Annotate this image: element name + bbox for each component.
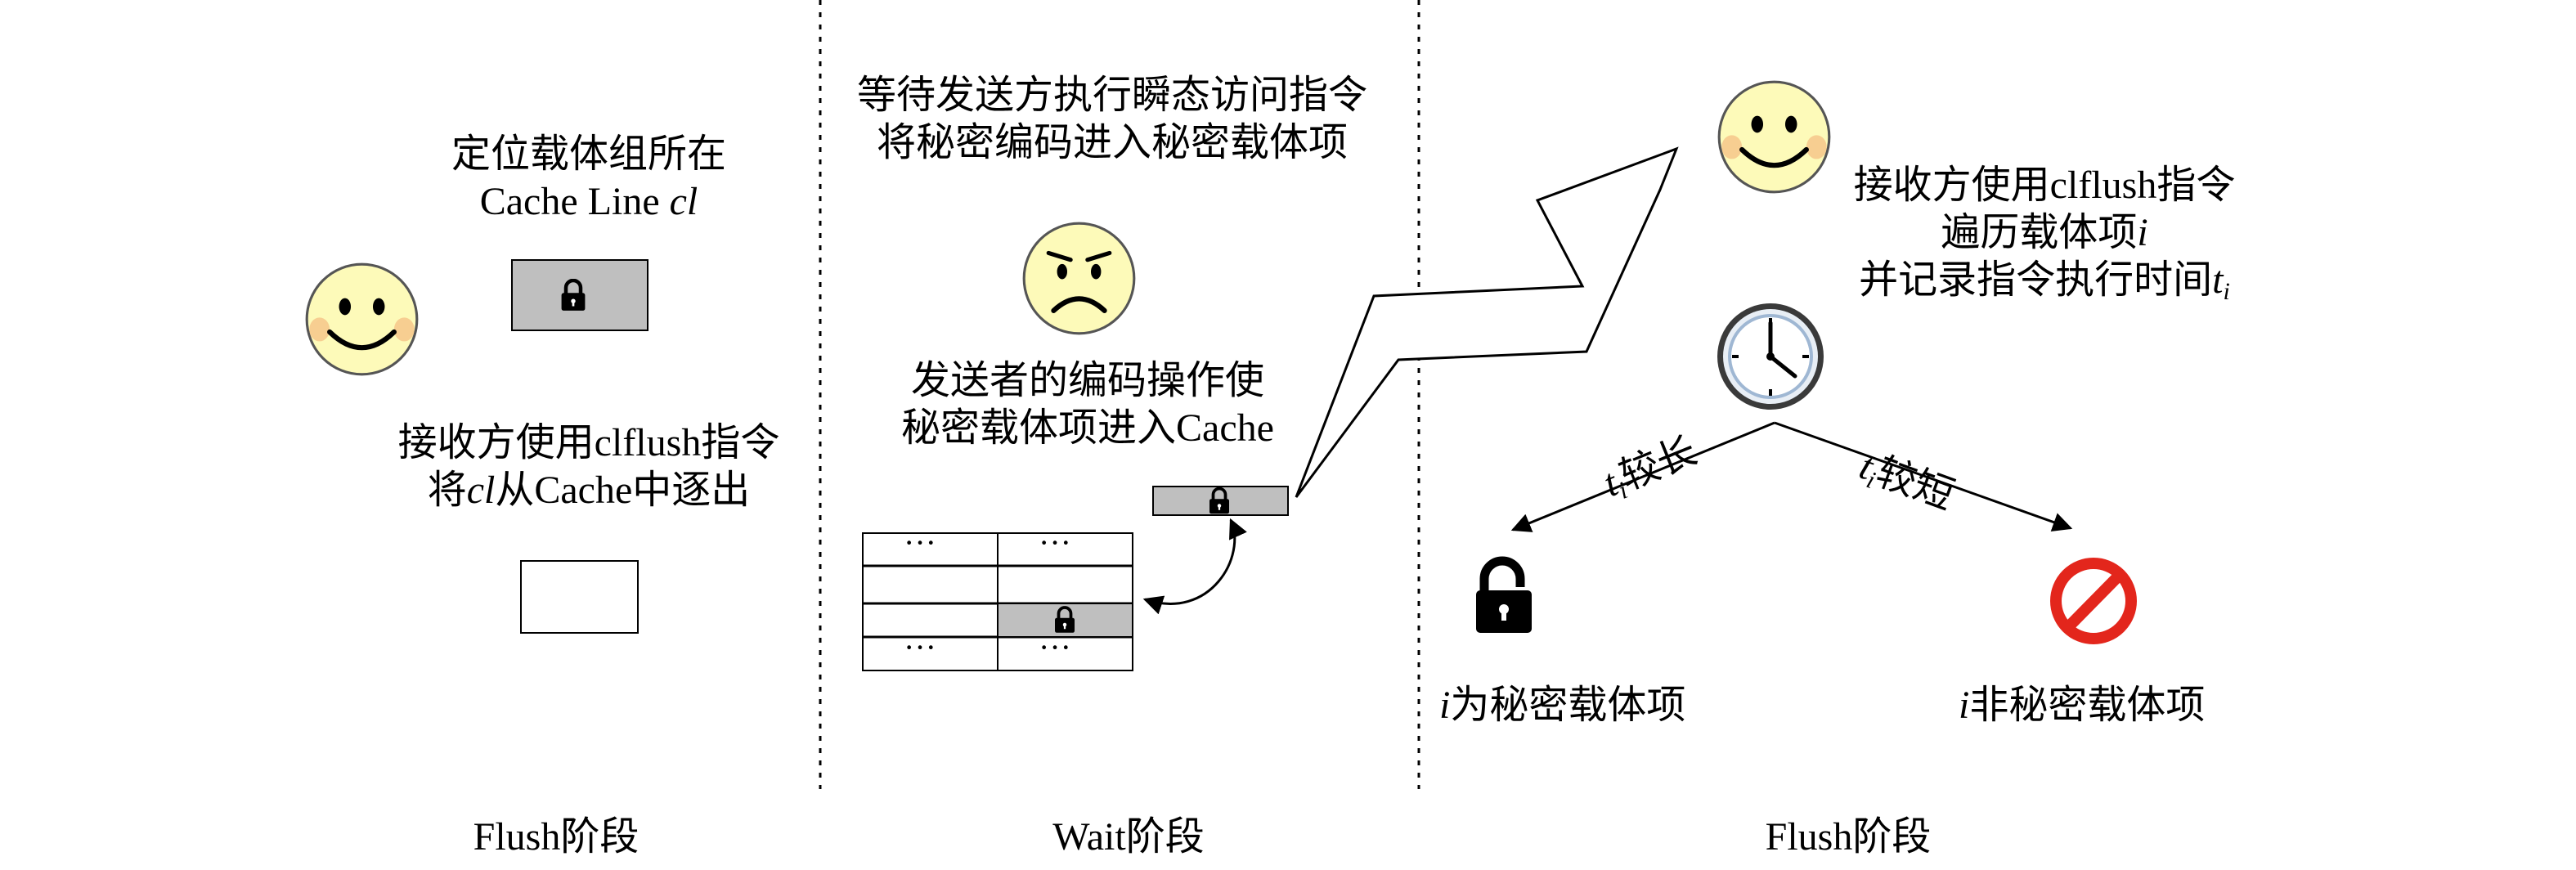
- sender-worried-face-icon: [1024, 223, 1134, 334]
- panel1-top-text: 定位载体组所在 Cache Line cl: [451, 132, 726, 223]
- branch-arrow-long: [1510, 421, 1775, 532]
- result-nonsecret-label: i非秘密载体项: [1959, 684, 2206, 727]
- table-cell-dots: ···: [904, 524, 936, 561]
- table-cell-dots: ···: [904, 629, 936, 666]
- receiver-smiley-face-icon: [307, 264, 417, 374]
- panel2-top-text: 等待发送方执行瞬态访问指令 将秘密编码进入秘密载体项: [856, 74, 1367, 164]
- result-secret-label: i为秘密载体项: [1439, 684, 1686, 727]
- empty-cache-line-box: [520, 560, 639, 634]
- table-cell-dots: ···: [1039, 629, 1071, 666]
- panel2-phase-label: Wait阶段: [1052, 815, 1205, 859]
- panel3-phase-label: Flush阶段: [1765, 815, 1932, 859]
- panel1-phase-label: Flush阶段: [473, 815, 640, 859]
- branch-arrow-short: [1774, 421, 2073, 532]
- panel1-bottom-text: 接收方使用clflush指令 将cl从Cache中逐出: [397, 421, 780, 512]
- zigzag-arrow: [1295, 146, 1679, 498]
- table-cell-dots: ···: [1039, 524, 1071, 561]
- unlock-icon: [1476, 556, 1532, 633]
- load-arrow: [1142, 518, 1247, 615]
- panel2-middle-text: 发送者的编码操作使 秘密载体项进入Cache: [901, 359, 1274, 450]
- panel3-description: 接收方使用clflush指令 遍历载体项i 并记录指令执行时间ti: [1853, 164, 2236, 305]
- clock-icon: [1717, 303, 1824, 410]
- no-entry-icon: [2050, 558, 2137, 644]
- cache-table: [862, 532, 1133, 671]
